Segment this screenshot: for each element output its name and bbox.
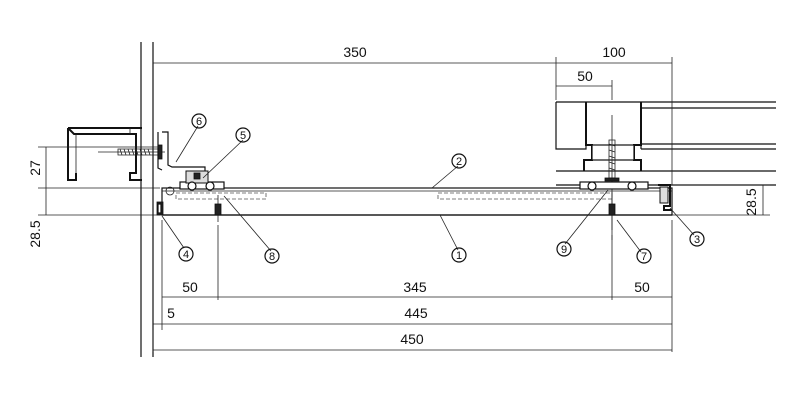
dim-50-bottom-right: 50 xyxy=(634,279,650,295)
callout-6-label: 6 xyxy=(196,116,202,128)
callout-6: 6 xyxy=(191,113,207,129)
callout-9: 9 xyxy=(556,241,572,257)
dim-50-bottom-left: 50 xyxy=(182,279,198,295)
dim-350: 350 xyxy=(343,44,367,60)
left-c-channel xyxy=(67,127,142,181)
callout-2-label: 2 xyxy=(456,156,462,168)
callout-8-label: 8 xyxy=(269,251,275,263)
callout-7: 7 xyxy=(636,248,652,264)
dim-445: 445 xyxy=(404,305,428,321)
wall xyxy=(140,42,154,357)
callout-5: 5 xyxy=(235,127,251,143)
callout-1-label: 1 xyxy=(456,250,462,262)
dim-27: 27 xyxy=(27,160,43,176)
dim-50-top: 50 xyxy=(577,68,593,84)
dim-450: 450 xyxy=(400,331,424,347)
left-end-profile xyxy=(156,201,164,216)
top-dimension-lines xyxy=(153,57,673,185)
dim-345: 345 xyxy=(403,279,427,295)
callout-4-label: 4 xyxy=(183,249,189,261)
dim-5: 5 xyxy=(167,305,175,321)
callout-5-label: 5 xyxy=(240,130,246,142)
callout-3-label: 3 xyxy=(694,234,700,246)
callout-3: 3 xyxy=(689,231,705,247)
dim-28-5-left: 28.5 xyxy=(27,220,43,247)
callout-7-label: 7 xyxy=(641,251,647,263)
panel-assembly xyxy=(161,186,673,216)
callout-8: 8 xyxy=(264,248,280,264)
dim-100: 100 xyxy=(602,44,626,60)
callout-1: 1 xyxy=(451,247,467,263)
right-roller-carriage xyxy=(579,181,649,230)
right-end-profile xyxy=(658,184,672,211)
callout-4: 4 xyxy=(178,246,194,262)
callout-9-label: 9 xyxy=(561,244,567,256)
bottom-dimension-lines xyxy=(152,220,673,352)
wall-bracket xyxy=(157,131,206,171)
callout-2: 2 xyxy=(451,153,467,169)
dim-28-5-right: 28.5 xyxy=(743,188,759,215)
ceiling-structure xyxy=(555,101,776,240)
left-roller-carriage xyxy=(179,170,225,222)
left-extension-lines xyxy=(38,146,160,216)
callout-leaders xyxy=(161,125,695,253)
right-extension-lines xyxy=(672,184,770,216)
